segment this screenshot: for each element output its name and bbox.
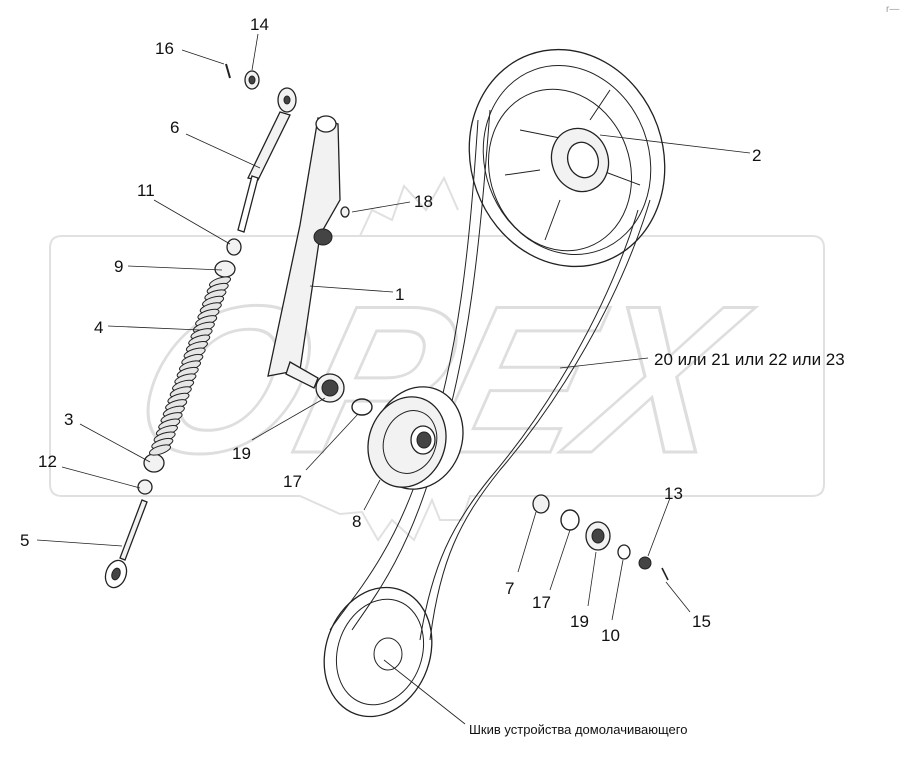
callout-17-right: 17 xyxy=(532,593,551,612)
spring-assembly xyxy=(104,238,242,589)
callout-19-right: 19 xyxy=(570,612,589,631)
callout-13: 13 xyxy=(664,484,683,503)
tension-rod xyxy=(237,87,297,233)
spring-coil xyxy=(148,444,172,456)
caption-thresher-pulley: Шкив устройства домолачивающего xyxy=(469,722,687,737)
callout-1: 1 xyxy=(395,285,404,304)
callout-3: 3 xyxy=(64,410,73,429)
callout-15: 15 xyxy=(692,612,711,631)
callout-18: 18 xyxy=(414,192,433,211)
corner-mark: r— xyxy=(886,4,899,15)
callout-19-left: 19 xyxy=(232,444,251,463)
lower-thresher-pulley xyxy=(323,586,433,718)
callout-14: 14 xyxy=(250,15,269,34)
callout-17-left: 17 xyxy=(283,472,302,491)
callout-9: 9 xyxy=(114,257,123,276)
callout-labels: 1 2 3 4 5 6 7 8 9 10 11 12 13 14 15 16 1… xyxy=(20,15,845,645)
upper-drive-pulley xyxy=(468,48,666,268)
callout-11: 11 xyxy=(137,181,155,200)
ring-17-left xyxy=(351,398,373,416)
right-hardware xyxy=(532,494,669,581)
leader-lines xyxy=(36,33,751,725)
callout-7: 7 xyxy=(505,579,514,598)
compression-spring xyxy=(148,276,232,456)
callout-10: 10 xyxy=(601,626,620,645)
tensioner-pulley xyxy=(367,386,464,490)
callout-6: 6 xyxy=(170,118,179,137)
callout-belt-variants: 20 или 21 или 22 или 23 xyxy=(654,350,845,369)
callout-4: 4 xyxy=(94,318,103,337)
pin-16 xyxy=(225,63,231,79)
tension-arm xyxy=(267,115,345,403)
callout-5: 5 xyxy=(20,531,29,550)
callout-12: 12 xyxy=(38,452,57,471)
callout-2: 2 xyxy=(752,146,761,165)
callout-16: 16 xyxy=(155,39,174,58)
grease-fitting-18 xyxy=(340,206,350,218)
callout-8: 8 xyxy=(352,512,361,531)
